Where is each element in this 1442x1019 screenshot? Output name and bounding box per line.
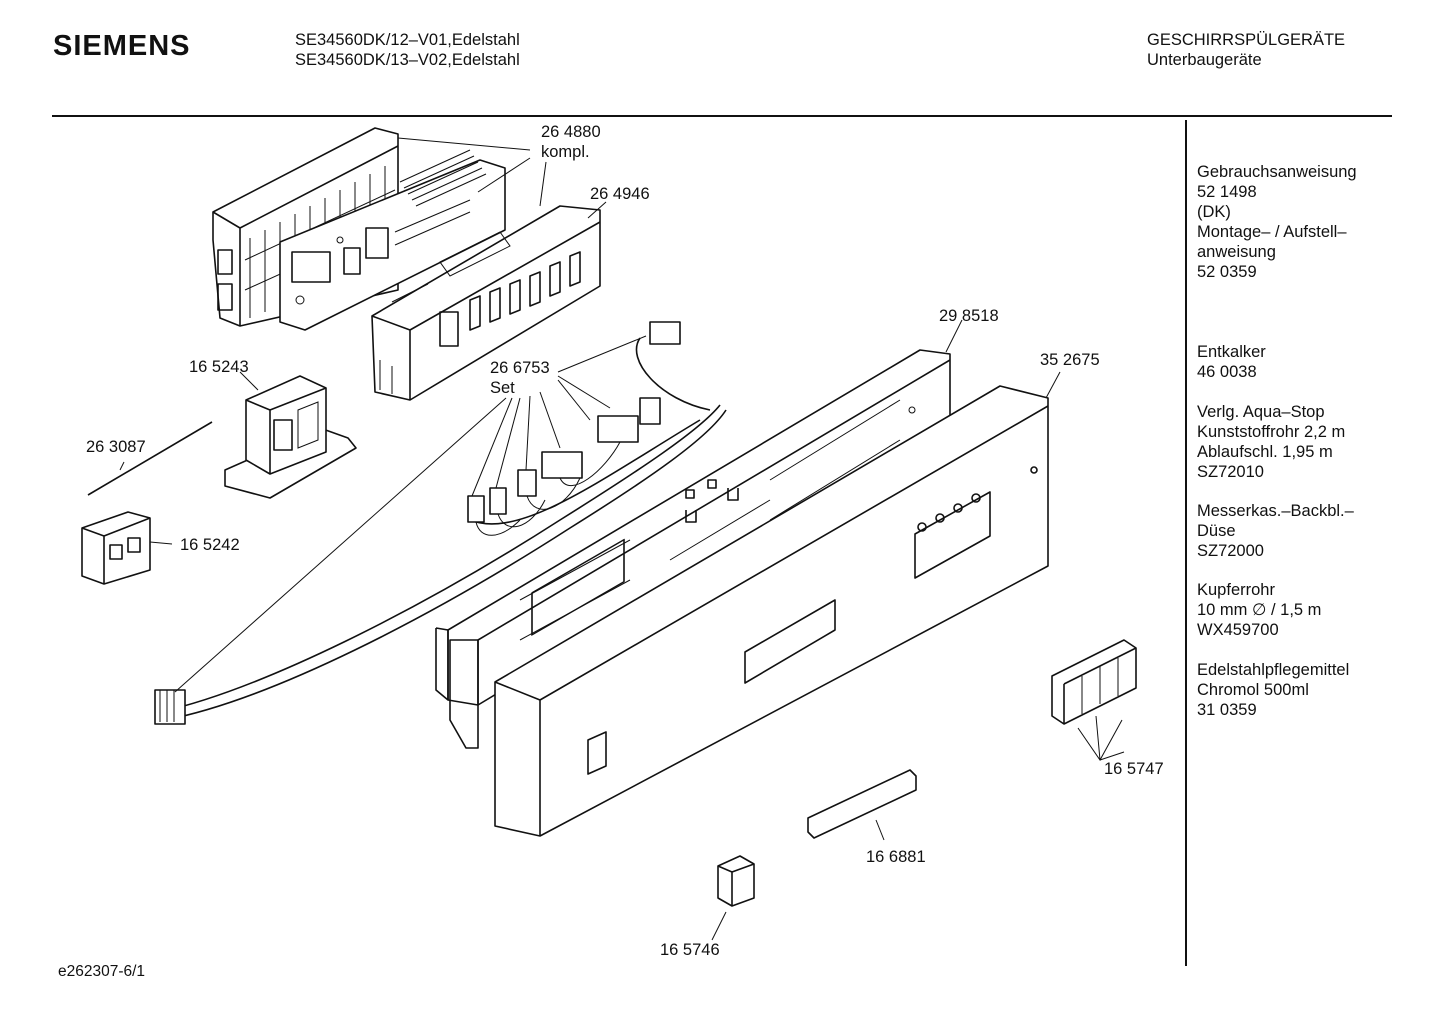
rod-263087 (87, 421, 213, 496)
trim-strip (807, 769, 917, 839)
category-subtitle: Unterbaugeräte (1147, 51, 1262, 69)
button-strip (1051, 639, 1137, 725)
wiring-harness (154, 321, 727, 725)
brand-logo: SIEMENS (53, 30, 191, 62)
part-label-165746: 16 5746 (660, 941, 720, 959)
part-label-263087: 26 3087 (86, 438, 146, 456)
sidebar-group-steel-care: Edelstahlpflegemittel Chromol 500ml 31 0… (1197, 661, 1350, 719)
sidebar-group-manual: Gebrauchsanweisung 52 1498 (DK) Montage–… (1197, 163, 1357, 281)
part-label-266753-suffix: Set (490, 379, 515, 397)
part-label-165747: 16 5747 (1104, 760, 1164, 778)
part-label-165243: 16 5243 (189, 358, 249, 376)
front-fascia (494, 385, 1049, 837)
relay-part-165243 (224, 375, 357, 499)
relay-part-165242 (81, 511, 151, 585)
model-line-1: SE34560DK/12–V01,Edelstahl (295, 31, 520, 49)
part-label-264880: 26 4880 (541, 123, 601, 141)
part-label-264946: 26 4946 (590, 185, 650, 203)
model-line-2: SE34560DK/13–V02,Edelstahl (295, 51, 520, 69)
leader-lines (119, 137, 1125, 941)
knob (717, 855, 755, 907)
sidebar-divider (1185, 120, 1187, 966)
circuit-board (279, 149, 506, 331)
part-label-166881: 16 6881 (866, 848, 926, 866)
header-divider (52, 115, 1392, 117)
category-title: GESCHIRRSPÜLGERÄTE (1147, 31, 1346, 49)
part-label-266753: 26 6753 (490, 359, 550, 377)
part-label-165242: 16 5242 (180, 536, 240, 554)
sidebar-group-aquastop: Verlg. Aqua–Stop Kunststoffrohr 2,2 m Ab… (1197, 403, 1346, 481)
drawing-id: e262307-6/1 (58, 963, 146, 980)
part-label-298518: 29 8518 (939, 307, 999, 325)
display-housing (371, 205, 601, 401)
part-label-352675: 35 2675 (1040, 351, 1100, 369)
sidebar-group-copper-pipe: Kupferrohr 10 mm ∅ / 1,5 m WX459700 (1197, 581, 1322, 639)
sidebar-group-descaler: Entkalker 46 0038 (1197, 343, 1266, 381)
part-label-264880-suffix: kompl. (541, 143, 590, 161)
sidebar-group-nozzle: Messerkas.–Backbl.– Düse SZ72000 (1197, 502, 1354, 560)
